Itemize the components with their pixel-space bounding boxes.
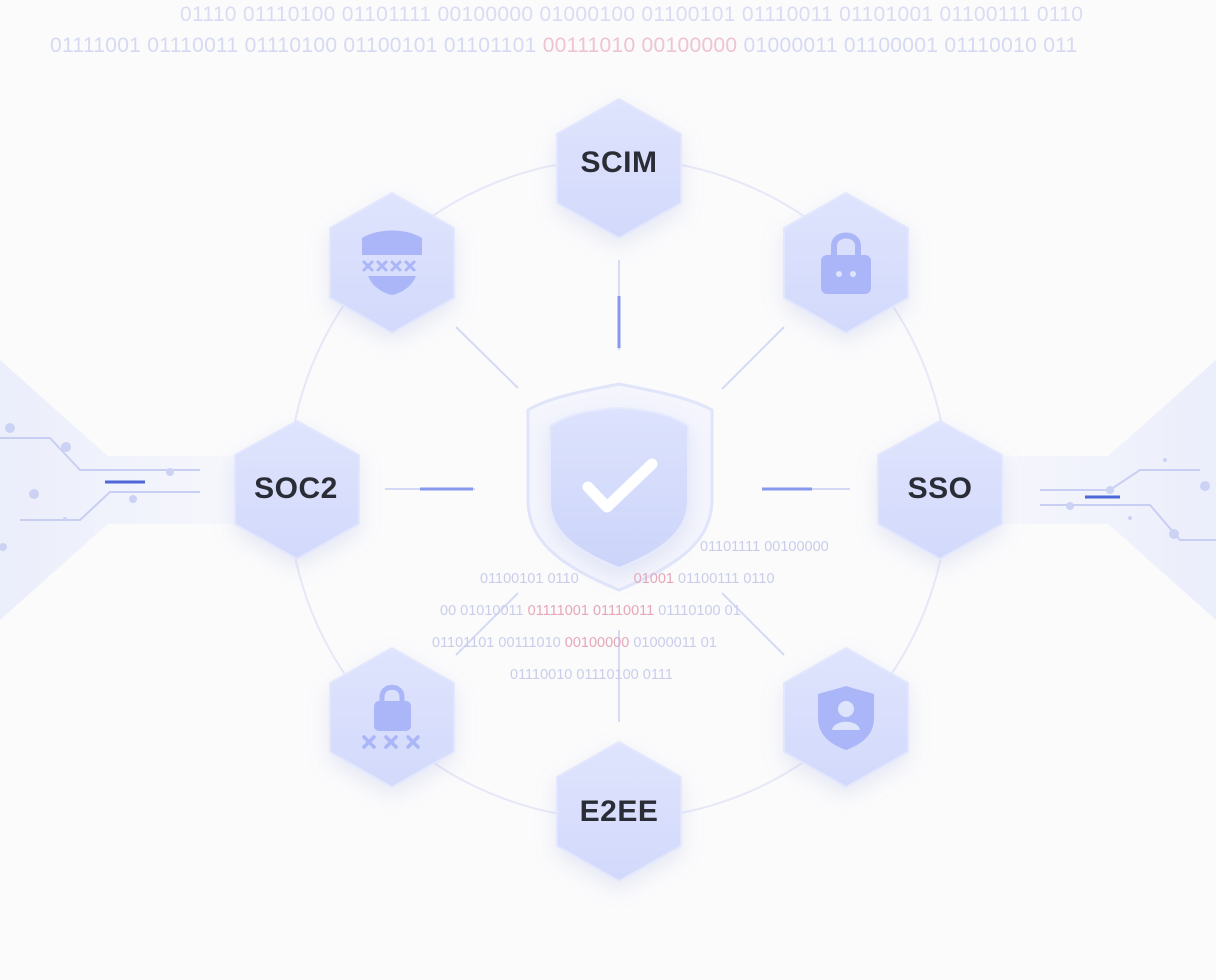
center-binary-line-1: 01101111 00100000 bbox=[700, 539, 829, 555]
hex-e2ee bbox=[556, 741, 682, 882]
node-label-e2ee: E2EE bbox=[579, 795, 659, 828]
padlock-password-icon bbox=[362, 684, 420, 749]
node-label-scim: SCIM bbox=[580, 146, 658, 179]
right-circuit-dots bbox=[1066, 458, 1210, 539]
center-binary-line-5: 01110010 01110100 0111 bbox=[510, 667, 673, 683]
padlock-icon bbox=[821, 232, 871, 294]
center-binary-line-4: 01101101 00111010 00100000 01000011 01 bbox=[432, 635, 717, 651]
node-label-sso: SSO bbox=[907, 472, 973, 505]
hex-scim bbox=[556, 98, 682, 239]
hex-soc2 bbox=[234, 420, 360, 560]
masked-shield-icon bbox=[362, 230, 422, 295]
node-label-soc2: SOC2 bbox=[254, 472, 338, 505]
shield-user-icon bbox=[818, 686, 874, 750]
binary-header-row-1: 01110 01110100 01101111 00100000 0100010… bbox=[180, 3, 1084, 26]
center-binary-line-3: 00 01010011 01111001 01110011 01110100 0… bbox=[440, 603, 741, 619]
hex-sso bbox=[877, 420, 1003, 560]
checkmark-icon bbox=[582, 458, 658, 513]
left-circuit-dots bbox=[0, 423, 174, 551]
binary-header-row-2: 01111001 01110011 01110100 01100101 0110… bbox=[50, 34, 1078, 57]
